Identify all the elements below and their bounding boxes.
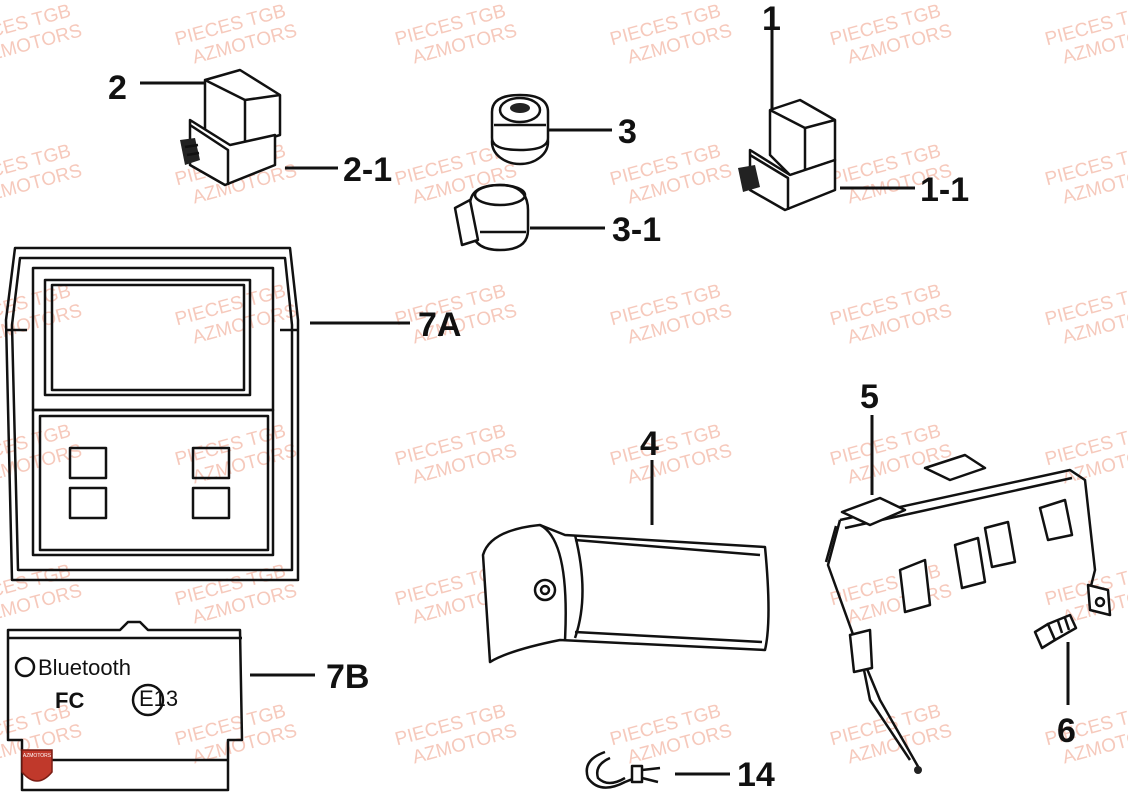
label-2-1: 2-1 <box>343 151 392 189</box>
label-7b: 7B <box>326 658 369 696</box>
label-1: 1 <box>762 0 781 38</box>
cap-part-3-1 <box>453 183 530 252</box>
label-2: 2 <box>108 69 127 107</box>
label-1-1: 1-1 <box>920 171 969 209</box>
bolt-part-6 <box>1033 613 1078 650</box>
cover-part-4 <box>481 523 770 664</box>
bracket-part-5 <box>824 453 1112 774</box>
logo-text: AZMOTORS <box>23 753 52 759</box>
e-mark: E13 <box>139 686 178 711</box>
bluetooth-text: Bluetooth <box>38 655 131 680</box>
bluetooth-module-part-7b <box>6 620 244 792</box>
label-4: 4 <box>640 425 659 463</box>
grommet-part-3 <box>490 93 550 166</box>
label-5: 5 <box>860 378 879 416</box>
relay-part-2 <box>180 68 282 187</box>
label-3: 3 <box>618 113 637 151</box>
label-14: 14 <box>737 756 775 794</box>
azmotors-logo: AZMOTORS <box>21 749 53 782</box>
label-6: 6 <box>1057 712 1076 750</box>
label-7a: 7A <box>418 306 461 344</box>
clip-part-14 <box>585 750 661 789</box>
relay-part-1 <box>738 98 837 212</box>
label-3-1: 3-1 <box>612 211 661 249</box>
fc-mark: FC <box>55 688 84 713</box>
display-part-7a <box>4 246 300 582</box>
